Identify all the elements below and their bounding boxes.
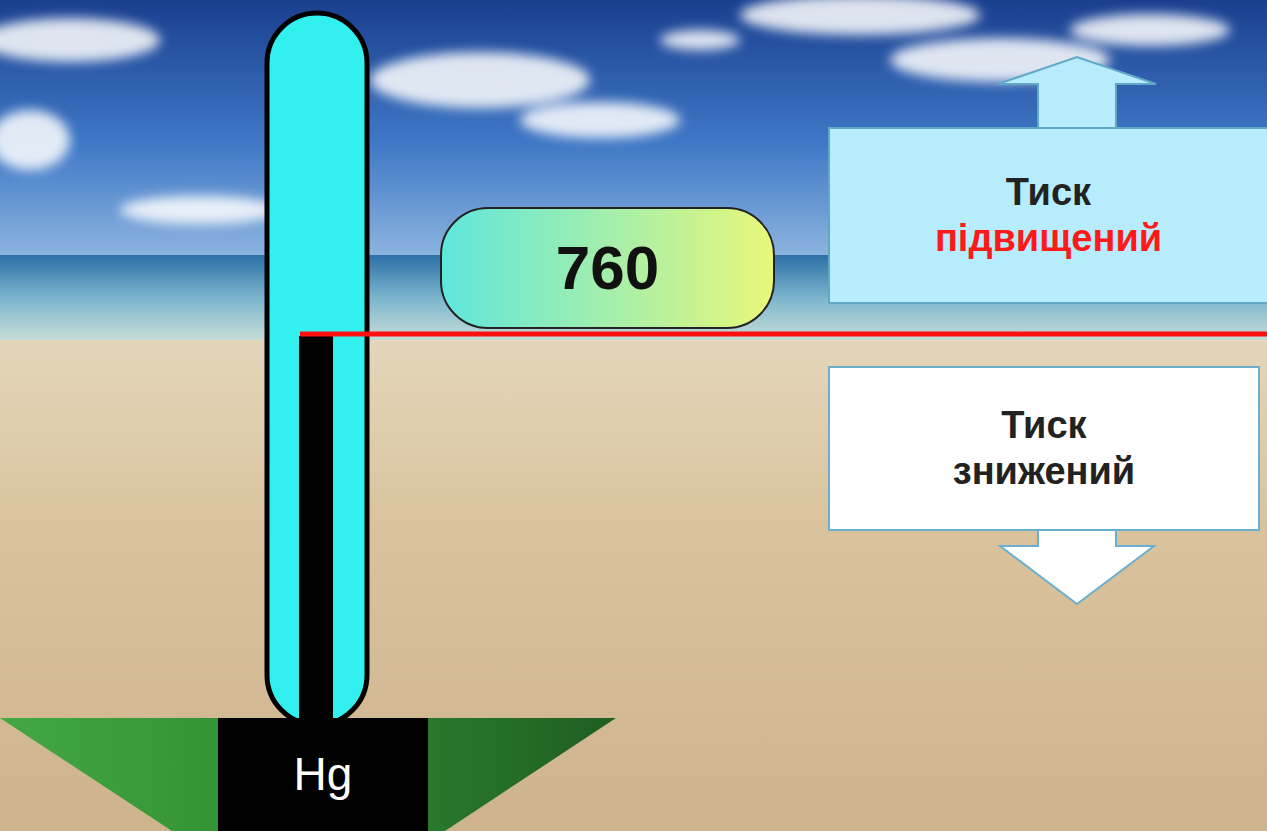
box-heading: Hg [294, 747, 353, 802]
up-arrow [998, 57, 1156, 128]
mercury-reservoir [218, 718, 428, 831]
value-pill: 760 [440, 207, 775, 329]
box-heading: Тиск [1006, 170, 1091, 216]
barometer-base [0, 718, 616, 831]
box-heading: 760 [556, 231, 659, 305]
low-pressure-box: Тискзнижений [828, 366, 1260, 531]
box-heading: Тиск [1001, 403, 1086, 449]
mercury-label-box: Hg [218, 718, 428, 831]
barometer-tube [267, 13, 367, 725]
down-arrow [1000, 530, 1154, 604]
mercury-column [299, 336, 333, 726]
box-text: підвищений [935, 216, 1162, 262]
level-line [300, 332, 1267, 337]
box-text: знижений [953, 449, 1135, 495]
high-pressure-box: Тискпідвищений [828, 127, 1267, 304]
